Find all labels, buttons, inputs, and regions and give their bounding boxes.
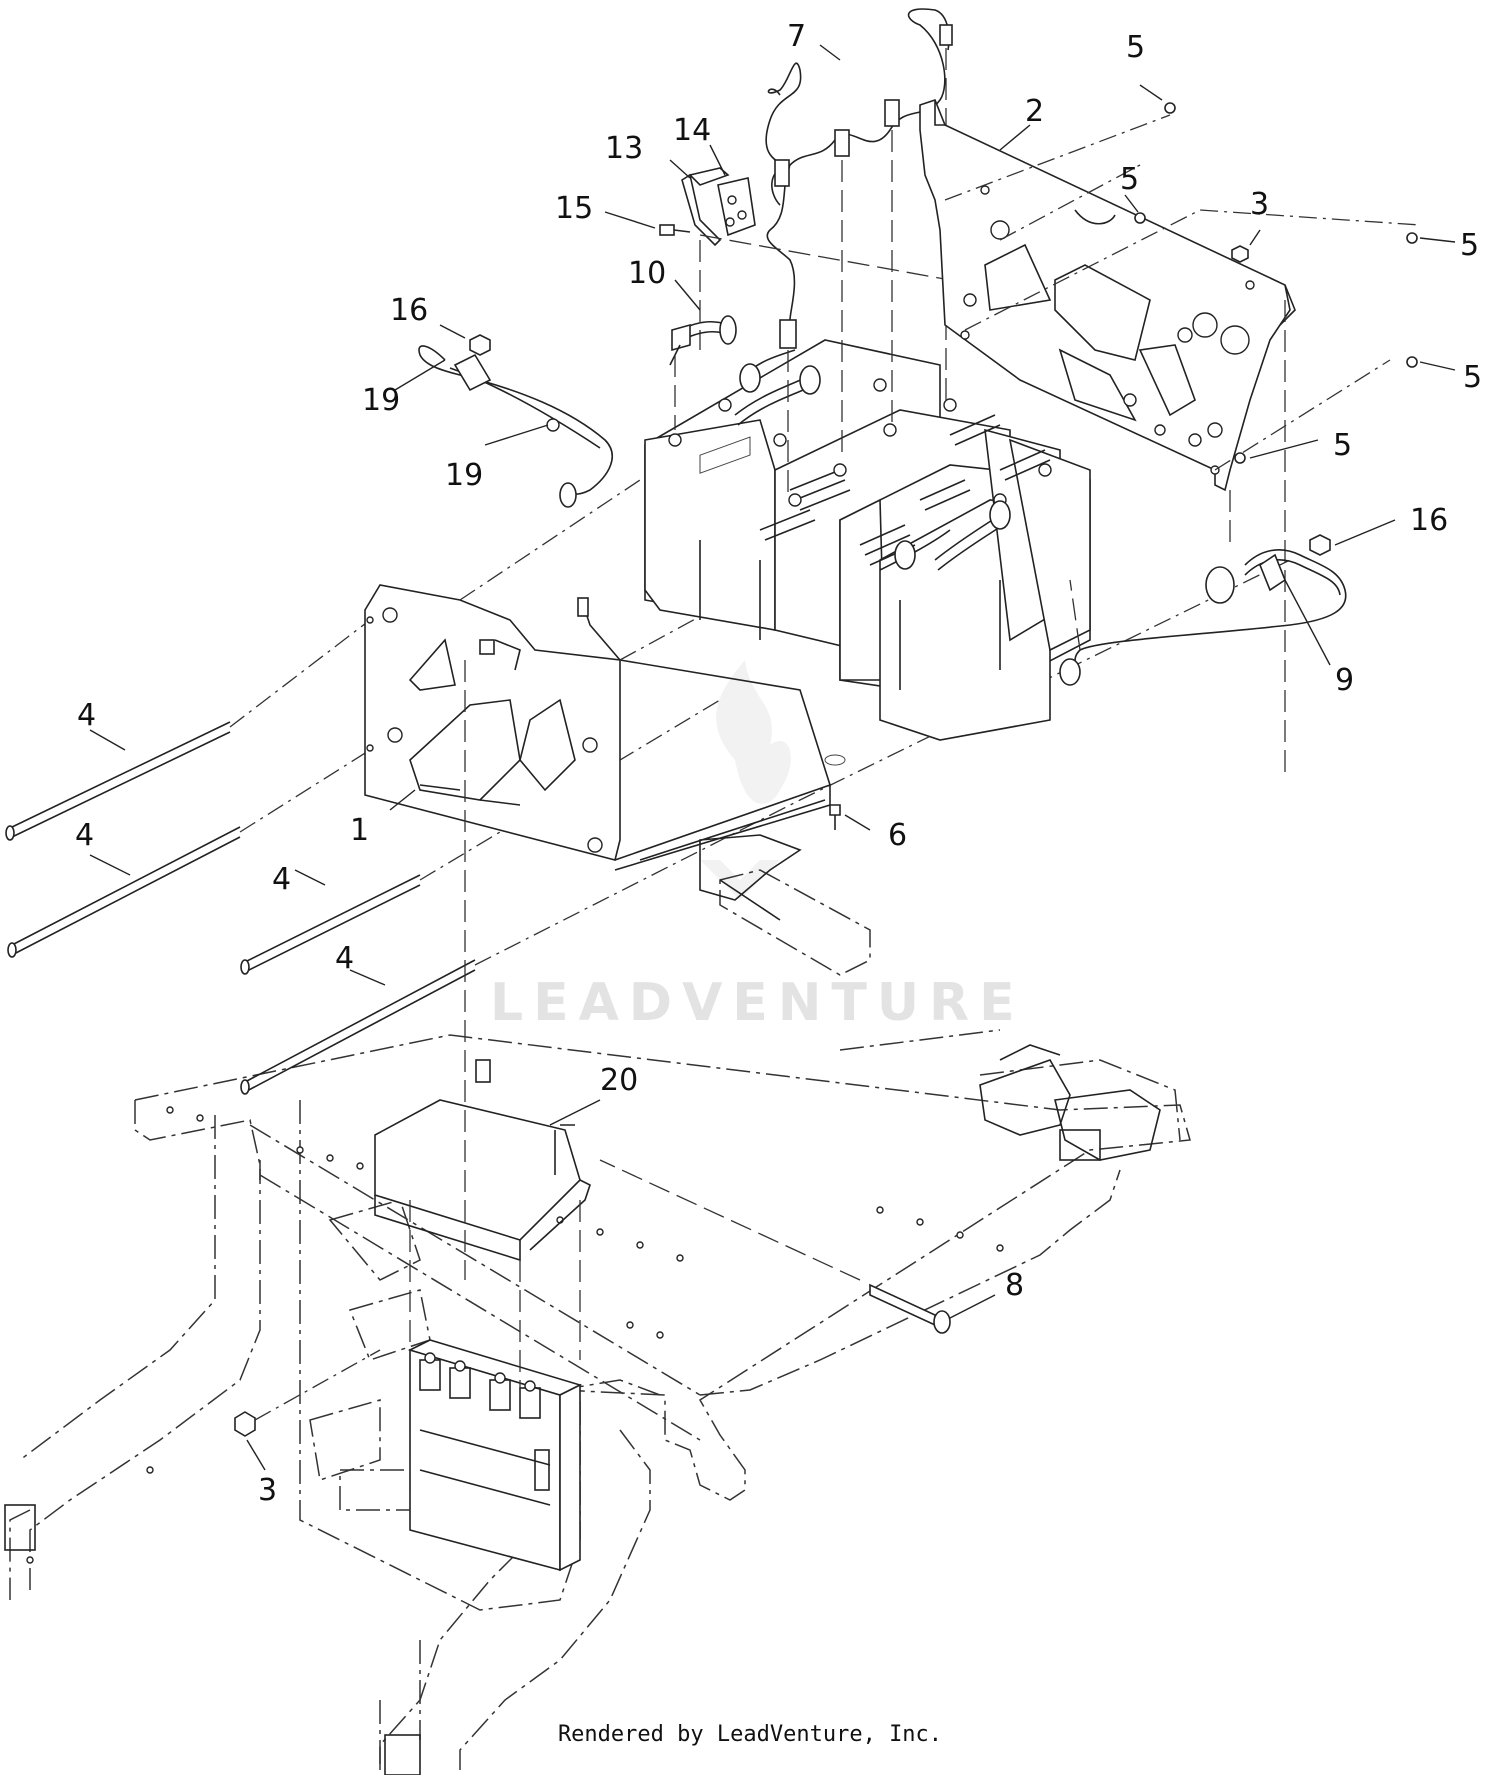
- bolt-part-8: [599, 1159, 951, 1334]
- nut-part-3-top: [1231, 245, 1249, 263]
- callout-14: 14: [673, 113, 711, 148]
- watermark-text: LEADVENTURE: [490, 973, 1025, 1033]
- wire-harness-part-7: [765, 8, 953, 500]
- callout-4-d: 4: [335, 941, 354, 976]
- cable-part-9: [1059, 549, 1347, 686]
- callout-4-b: 4: [75, 818, 94, 853]
- callout-20: 20: [600, 1063, 638, 1098]
- callout-5-d: 5: [1463, 360, 1482, 395]
- callout-labels: 7 5 2 14 13 5 3 15 5 10 16 5 19 5 19 16 …: [75, 19, 1482, 1508]
- callout-2: 2: [1025, 94, 1044, 129]
- leader-lines: [89, 44, 1456, 1471]
- callout-5-a: 5: [1126, 30, 1145, 65]
- callout-10: 10: [628, 256, 666, 291]
- callout-4-c: 4: [272, 862, 291, 897]
- motor-controller-assembly: [407, 1339, 583, 1572]
- callout-16-right: 16: [1410, 503, 1448, 538]
- watermark-flame-icon: [700, 660, 791, 900]
- terminal-block-part-14: [717, 177, 756, 237]
- nuts-part-16: [469, 334, 1331, 556]
- nut-part-3-bottom: [234, 1349, 381, 1437]
- callout-4-a: 4: [77, 698, 96, 733]
- callout-15: 15: [555, 191, 593, 226]
- battery-tray-part-1: [364, 479, 841, 1280]
- cable-part-10: [669, 315, 737, 430]
- callout-1: 1: [350, 813, 369, 848]
- callout-5-b: 5: [1120, 162, 1139, 197]
- cable-part-19: [418, 345, 614, 508]
- callout-13: 13: [605, 131, 643, 166]
- callout-7: 7: [787, 19, 806, 54]
- callout-3-top: 3: [1250, 187, 1269, 222]
- watermark: LEADVENTURE: [490, 660, 1025, 1033]
- callout-8: 8: [1005, 1268, 1024, 1303]
- callout-19-a: 19: [362, 383, 400, 418]
- controller-cover-part-20: [374, 1059, 591, 1520]
- footer-credit: Rendered by LeadVenture, Inc.: [557, 1722, 943, 1747]
- callout-6: 6: [888, 818, 907, 853]
- callout-16-left: 16: [390, 293, 428, 328]
- callout-5-c: 5: [1460, 228, 1479, 263]
- callout-9: 9: [1335, 663, 1354, 698]
- screw-part-6: [824, 754, 846, 830]
- callout-5-e: 5: [1333, 428, 1352, 463]
- callout-19-b: 19: [445, 458, 483, 493]
- bolts-part-5: [1134, 102, 1418, 464]
- callout-3-bottom: 3: [258, 1473, 277, 1508]
- battery-terminals: [668, 378, 1052, 507]
- back-plate-part-2: [919, 99, 1421, 780]
- screw-part-15: [659, 224, 951, 350]
- battery-pack: [644, 339, 1091, 741]
- hold-down-bracket-part-13: [681, 167, 730, 247]
